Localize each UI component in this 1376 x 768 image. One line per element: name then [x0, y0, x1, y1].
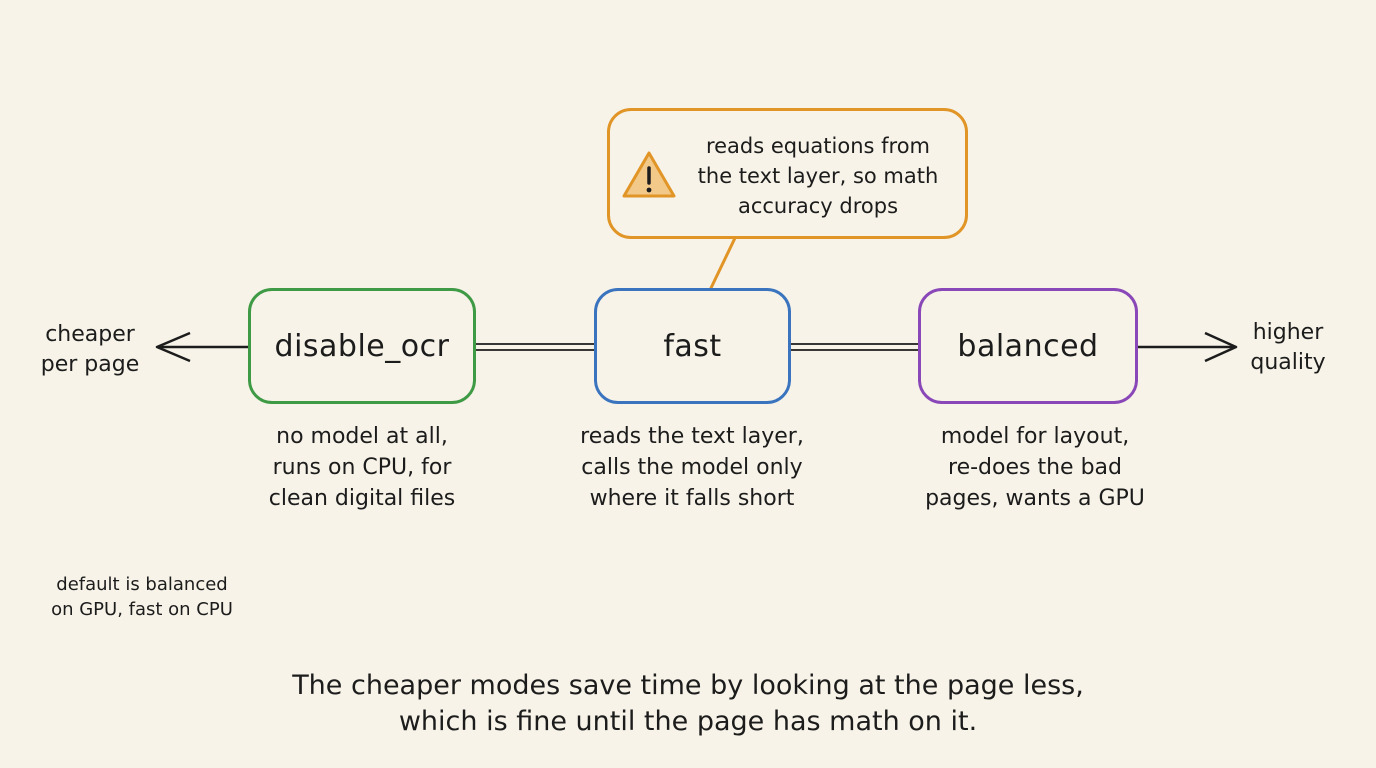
axis-right-label-line: quality: [1250, 350, 1326, 375]
default-note: default is balanced on GPU, fast on CPU: [22, 572, 262, 622]
left-arrow-head: [155, 331, 191, 363]
callout-line: accuracy drops: [737, 194, 899, 218]
mode-box-fast: fast: [594, 288, 791, 404]
warning-icon: [622, 151, 676, 198]
callout-line: the text layer, so math: [697, 164, 939, 188]
note-line: on GPU, fast on CPU: [51, 599, 233, 620]
description-line: no model at all,: [276, 424, 448, 449]
description-line: re-does the bad: [948, 455, 1122, 480]
callout-pointer: [709, 236, 737, 290]
description-line: model for layout,: [940, 424, 1130, 449]
description-line: clean digital files: [268, 486, 456, 511]
axis-right-label-line: higher: [1252, 320, 1324, 345]
callout-line: reads equations from: [705, 134, 931, 158]
callout-text: reads equations from the text layer, so …: [674, 131, 962, 221]
caption: The cheaper modes save time by looking a…: [188, 668, 1188, 740]
axis-left-label-line: per page: [40, 352, 140, 377]
axis-left-label: cheaper per page: [30, 320, 150, 380]
axis-right-label: higher quality: [1236, 318, 1340, 378]
right-arrow-head: [1204, 331, 1238, 363]
description-line: reads the text layer,: [580, 424, 804, 449]
mode-description-disable-ocr: no model at all, runs on CPU, for clean …: [222, 421, 502, 514]
axis-left-label-line: cheaper: [45, 322, 135, 347]
description-line: pages, wants a GPU: [925, 486, 1145, 511]
caption-line: The cheaper modes save time by looking a…: [292, 670, 1084, 701]
description-line: calls the model only: [581, 455, 803, 480]
mode-box-disable-ocr: disable_ocr: [248, 288, 476, 404]
mode-description-fast: reads the text layer, calls the model on…: [542, 421, 842, 514]
mode-name: balanced: [957, 328, 1099, 364]
description-line: runs on CPU, for: [272, 455, 452, 480]
description-line: where it falls short: [589, 486, 795, 511]
warning-callout: reads equations from the text layer, so …: [607, 108, 968, 239]
caption-line: which is fine until the page has math on…: [398, 706, 978, 737]
mode-name: fast: [663, 328, 722, 364]
mode-box-balanced: balanced: [918, 288, 1138, 404]
mode-description-balanced: model for layout, re-does the bad pages,…: [890, 421, 1180, 514]
note-line: default is balanced: [56, 574, 228, 595]
mode-name: disable_ocr: [274, 328, 450, 364]
